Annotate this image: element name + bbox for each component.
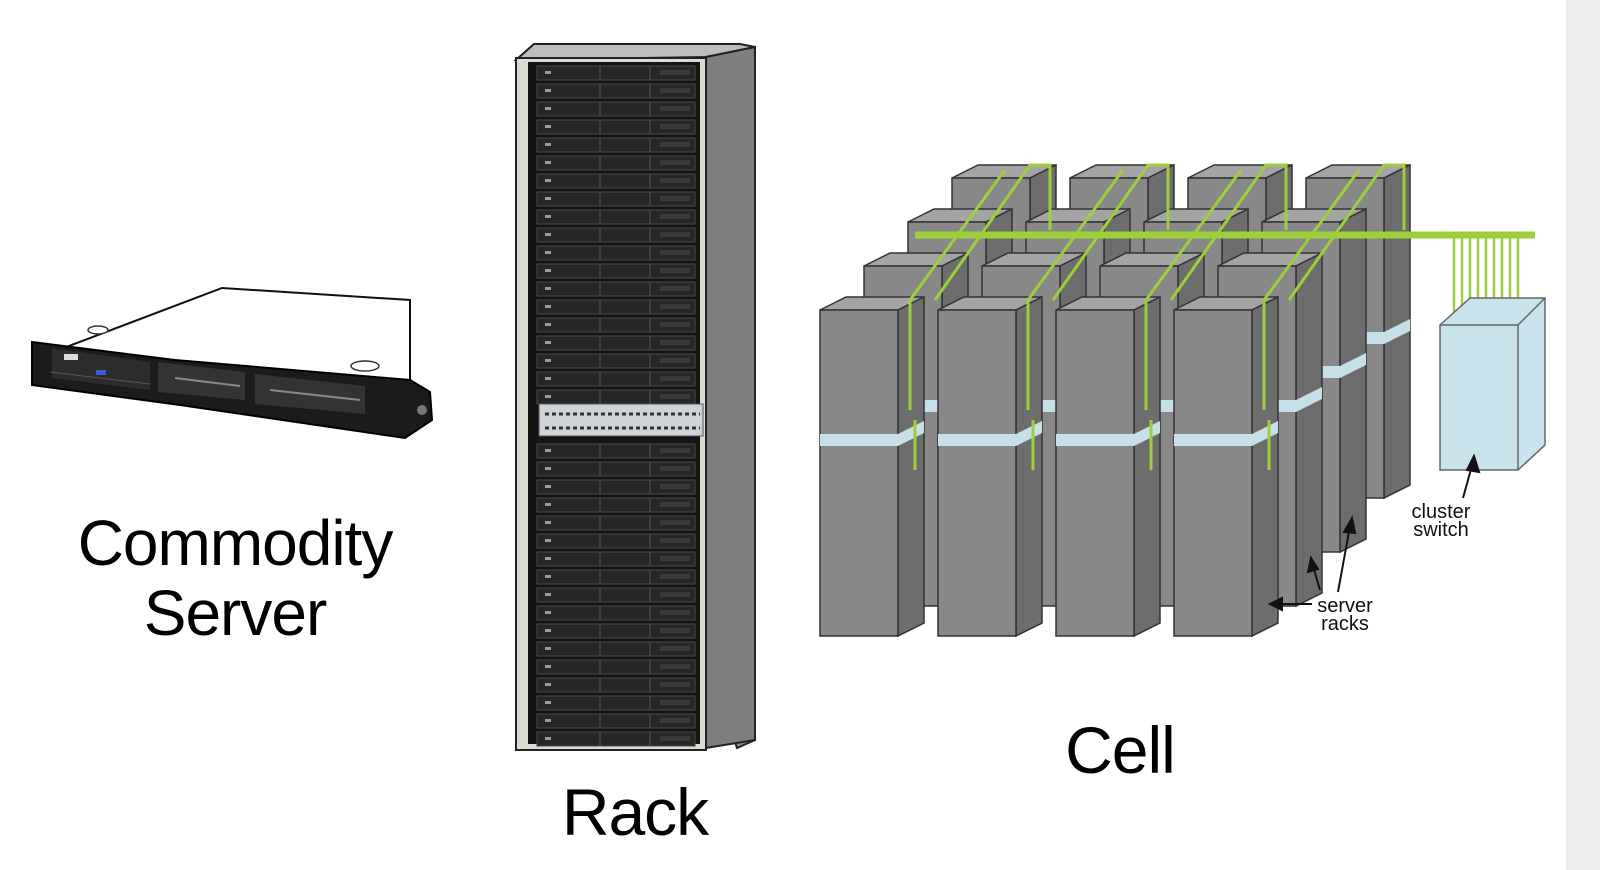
commodity-server-label-text: Commodity Server	[77, 507, 394, 649]
commodity-server-illustration	[31, 286, 434, 440]
server-racks-annotation: server racks	[1317, 595, 1373, 635]
rack-label: Rack	[561, 775, 709, 849]
annotation-arrows	[1267, 453, 1481, 612]
cluster-switch-box	[1439, 297, 1546, 471]
right-scroll-strip	[1566, 0, 1600, 870]
cell-racks-illustration	[819, 163, 1535, 638]
diagram-canvas	[31, 42, 1546, 751]
commodity-server-label: Commodity Server	[40, 508, 430, 648]
rack-illustration	[513, 42, 756, 751]
cell-label: Cell	[1065, 713, 1176, 787]
cluster-switch-annotation: cluster switch	[1411, 501, 1471, 541]
rack-server-slots	[536, 65, 696, 747]
